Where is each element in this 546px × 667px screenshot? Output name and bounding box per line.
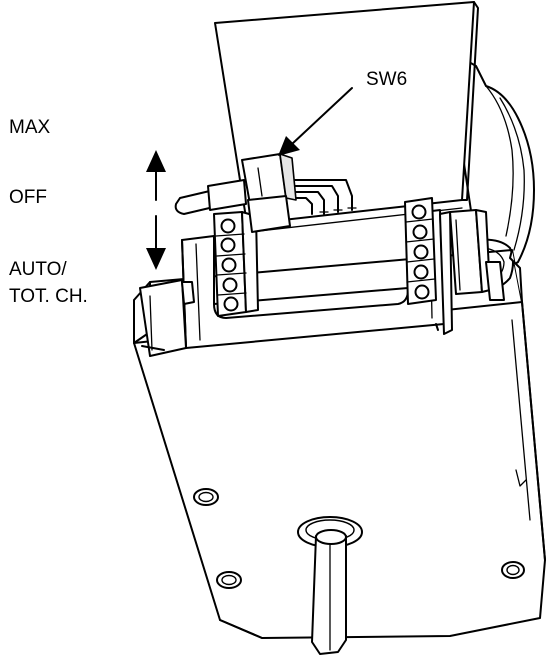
terminal-block-left bbox=[213, 211, 259, 317]
motor-housing bbox=[133, 249, 546, 639]
arrow-up-icon bbox=[146, 150, 166, 201]
switch-label: SW6 bbox=[366, 69, 408, 90]
switch-sw6 bbox=[174, 153, 357, 233]
motor-shaft bbox=[297, 516, 363, 655]
arrow-down-icon bbox=[146, 215, 166, 270]
connector-tray bbox=[139, 209, 505, 357]
pointer-arrow-icon bbox=[278, 87, 353, 156]
tot-ch-label: TOT. CH. bbox=[9, 286, 88, 307]
terminal-block-right bbox=[404, 197, 437, 305]
auto-label: AUTO/ bbox=[9, 259, 67, 280]
max-label: MAX bbox=[9, 117, 51, 138]
off-label: OFF bbox=[9, 187, 47, 208]
